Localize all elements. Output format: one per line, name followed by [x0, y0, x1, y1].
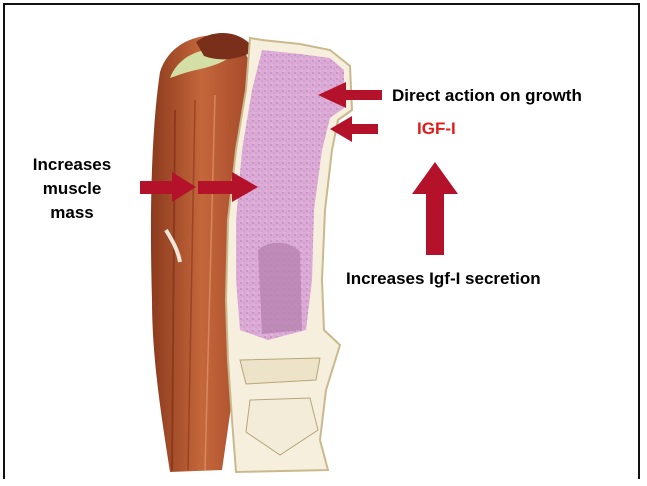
- label-igf: IGF-I: [417, 119, 456, 139]
- label-muscle-line3: mass: [20, 203, 124, 223]
- label-muscle-line1: Increases: [20, 155, 124, 175]
- arrow-secretion-up: [412, 162, 458, 255]
- label-muscle-line2: muscle: [20, 179, 124, 199]
- femur-bone: [226, 38, 352, 472]
- label-direct-action: Direct action on growth: [392, 86, 582, 106]
- label-secretion: Increases Igf-I secretion: [346, 269, 541, 289]
